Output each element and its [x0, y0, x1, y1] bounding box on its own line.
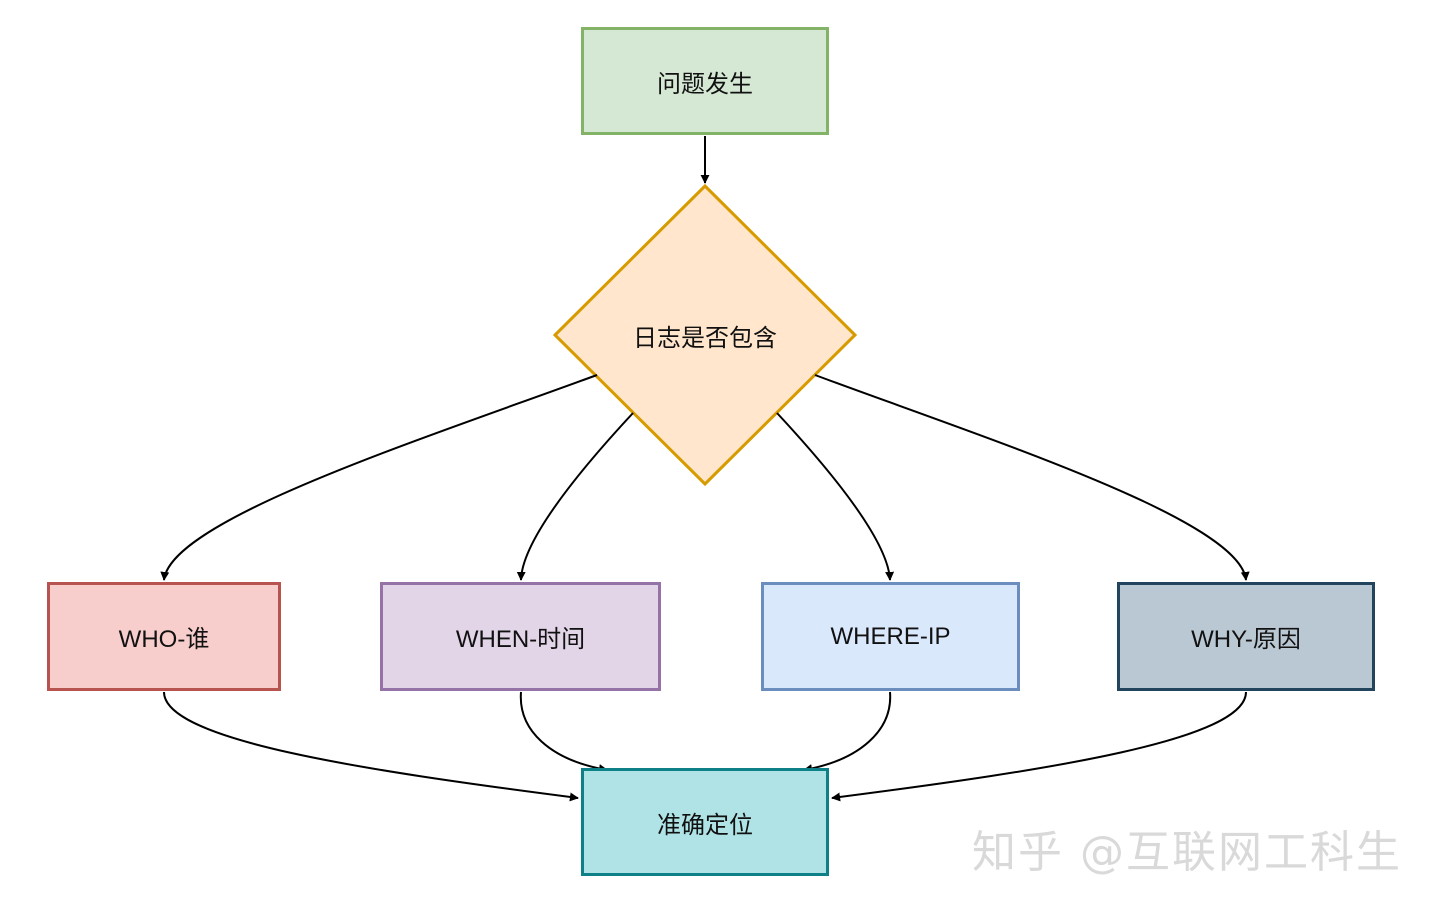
start-node-label: 问题发生	[657, 70, 753, 98]
where-node[interactable]: WHERE-IP	[761, 582, 1020, 691]
edge-decision-to-why	[814, 374, 1250, 581]
when-node[interactable]: WHEN-时间	[380, 582, 661, 691]
edge-where-to-result	[803, 691, 892, 774]
who-node[interactable]: WHO-谁	[47, 582, 281, 691]
result-node[interactable]: 准确定位	[581, 768, 829, 876]
watermark: 知乎 @互联网工科生	[972, 827, 1402, 878]
start-node[interactable]: 问题发生	[581, 27, 829, 135]
edge-when-to-result	[519, 691, 608, 774]
who-node-label: WHO-谁	[118, 626, 210, 653]
when-node-label: WHEN-时间	[455, 626, 586, 653]
edge-who-to-result	[163, 691, 579, 802]
where-node-label: WHERE-IP	[830, 622, 951, 650]
edge-decision-to-where	[776, 412, 895, 581]
edge-decision-to-who	[160, 374, 598, 581]
edge-decision-to-when	[516, 412, 634, 581]
decision-diamond[interactable]	[552, 183, 858, 487]
edge-why-to-result	[831, 691, 1247, 802]
why-node[interactable]: WHY-原因	[1117, 582, 1375, 691]
result-node-label: 准确定位	[657, 811, 753, 839]
why-node-label: WHY-原因	[1191, 626, 1301, 653]
decision-node-label: 日志是否包含	[633, 324, 777, 352]
